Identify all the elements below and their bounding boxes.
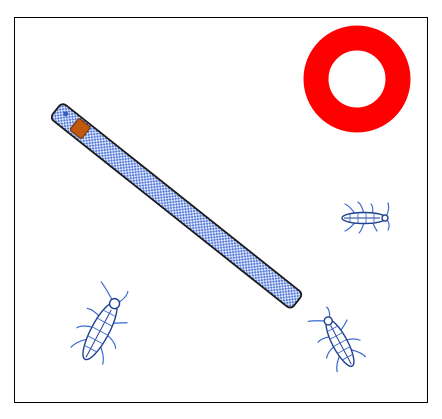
cockroach-bottom-right[interactable] bbox=[305, 301, 369, 375]
wand-body bbox=[50, 103, 303, 309]
wand-tip-dot bbox=[63, 111, 69, 117]
red-ring[interactable] bbox=[303, 25, 411, 133]
cockroach-bottom-left[interactable] bbox=[66, 278, 142, 369]
game-board bbox=[14, 17, 428, 403]
wand-gem bbox=[69, 118, 91, 139]
cockroach-top-right[interactable] bbox=[341, 201, 390, 234]
magic-wand[interactable] bbox=[50, 102, 303, 309]
